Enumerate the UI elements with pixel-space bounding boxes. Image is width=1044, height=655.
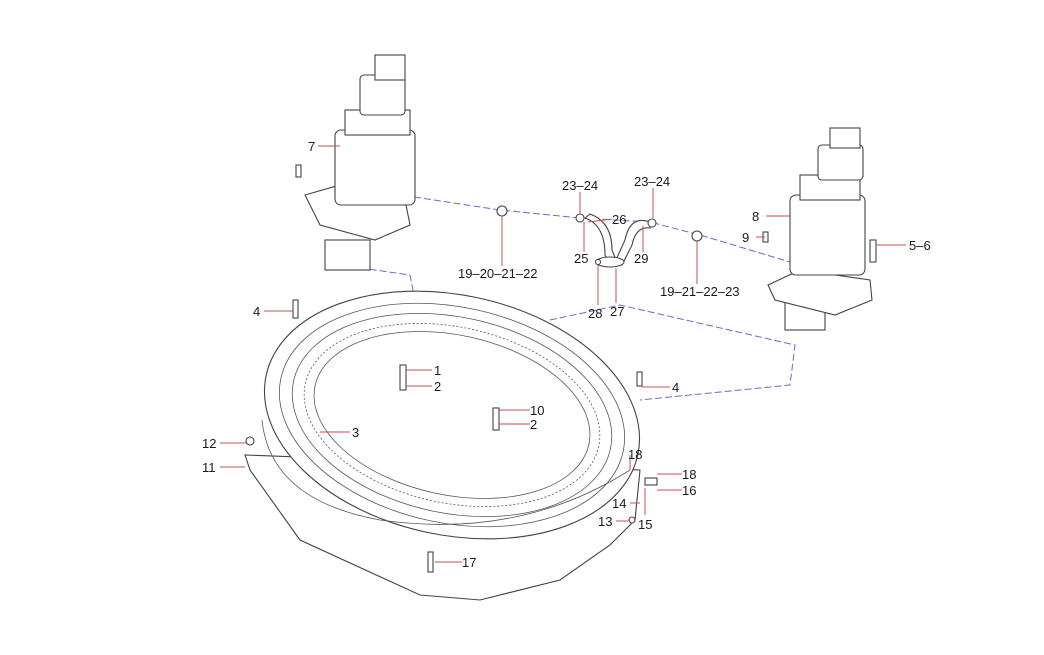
callout-18-a: 18 (628, 447, 642, 462)
leader-lines (220, 145, 906, 563)
callout-4-right: 4 (672, 380, 679, 395)
callout-12: 12 (202, 436, 216, 451)
callout-2-b: 2 (530, 417, 537, 432)
callout-19-20-21-22: 19–20–21–22 (458, 266, 538, 281)
callout-2-a: 2 (434, 379, 441, 394)
callout-11: 11 (202, 460, 216, 475)
callout-3: 3 (352, 425, 359, 440)
callout-5-6: 5–6 (909, 238, 931, 253)
callout-4-left: 4 (253, 304, 260, 319)
callout-17: 17 (462, 555, 476, 570)
callout-labels: 7 8 9 5–6 23–24 23–24 26 25 29 28 27 19–… (202, 139, 931, 570)
callout-28: 28 (588, 306, 602, 321)
callout-13: 13 (598, 514, 612, 529)
bolts (245, 299, 658, 573)
callout-23-24-a: 23–24 (562, 178, 598, 193)
callout-25: 25 (574, 251, 588, 266)
callout-26: 26 (612, 212, 626, 227)
swing-bearing-ring (244, 290, 641, 601)
callout-18-b: 18 (682, 467, 696, 482)
callout-10: 10 (530, 403, 544, 418)
swing-motor-left (295, 54, 416, 271)
callout-27: 27 (610, 304, 624, 319)
callout-1: 1 (434, 363, 441, 378)
callout-23-24-b: 23–24 (634, 174, 670, 189)
callout-7: 7 (308, 139, 315, 154)
callout-15: 15 (638, 517, 652, 532)
callout-14: 14 (612, 496, 626, 511)
callout-19-21-22-23: 19–21–22–23 (660, 284, 740, 299)
callout-16: 16 (682, 483, 696, 498)
hose-assembly (496, 205, 703, 268)
callout-9: 9 (742, 230, 749, 245)
callout-8: 8 (752, 209, 759, 224)
callout-29: 29 (634, 251, 648, 266)
swing-motor-right (762, 127, 877, 331)
